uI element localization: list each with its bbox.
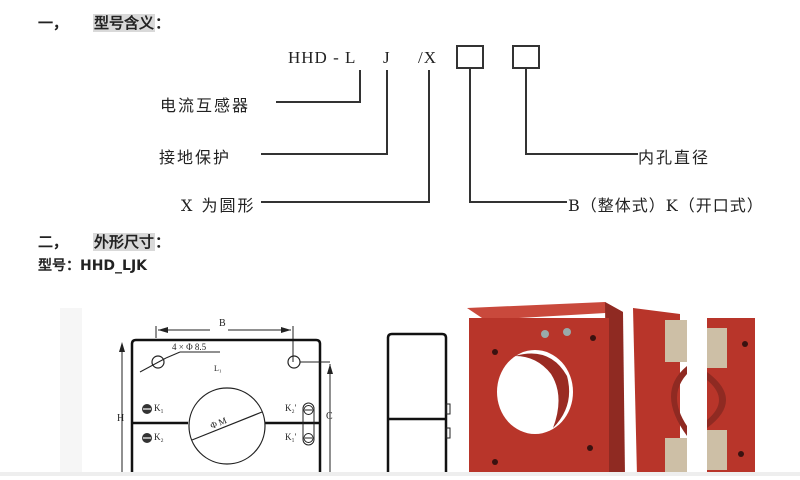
dim-h-label: H (117, 413, 125, 424)
leader-box1-horizontal (469, 201, 567, 203)
model-code-j: J (383, 48, 391, 67)
label-current-transformer: 电流互感器 (160, 96, 251, 115)
leader-l-vertical (359, 70, 361, 102)
holes-label: 4 × Φ 8.5 (172, 342, 207, 352)
leader-l-horizontal (276, 101, 361, 103)
section1-colon: ： (155, 14, 171, 32)
transformer-photo-illustration (467, 302, 755, 476)
drawing-scan-edge (60, 308, 82, 476)
leader-x-vertical (428, 70, 430, 202)
label-inner-diameter: 内孔直径 (638, 148, 711, 167)
product-photo (455, 296, 800, 476)
label-ground-protection: 接地保护 (159, 148, 232, 167)
k2-prime-label: K₂' (285, 403, 297, 413)
k2-label: K₂ (154, 432, 164, 442)
dim-c-label: C (326, 411, 333, 422)
leader-x-horizontal (261, 201, 430, 203)
section2-colon: ： (155, 233, 171, 251)
section1-title: 型号含义 (93, 14, 156, 32)
leader-box1-vertical (469, 69, 471, 203)
section2-title: 外形尺寸 (93, 233, 156, 251)
l1-label: L₁ (214, 364, 222, 373)
k1-prime-label: K₁' (285, 432, 297, 442)
section1-heading: 型号含义： (93, 12, 170, 33)
leader-box2-horizontal (525, 153, 638, 155)
leader-j-horizontal (261, 153, 388, 155)
leader-box2-vertical (525, 69, 527, 155)
k1-label: K₁ (154, 403, 164, 413)
model-line: 型号：HHD_LJK (38, 255, 147, 275)
section2-heading: 外形尺寸： (93, 231, 170, 252)
model-code-prefix: HHD - L (288, 48, 357, 67)
model-value: HHD_LJK (80, 258, 148, 274)
dim-b-label: B (219, 318, 226, 329)
dimension-drawing (119, 326, 451, 476)
section1-number: 一， (38, 14, 69, 32)
model-label: 型号： (38, 258, 80, 274)
model-code-box-2 (512, 45, 540, 69)
label-type-options: B（整体式）K（开口式） (568, 196, 764, 215)
model-code-x: /X (418, 48, 437, 67)
label-x-round: X 为圆形 (181, 196, 256, 215)
section2-number: 二， (38, 233, 69, 251)
bottom-edge (0, 472, 800, 476)
leader-j-vertical (386, 70, 388, 154)
model-code-box-1 (456, 45, 484, 69)
